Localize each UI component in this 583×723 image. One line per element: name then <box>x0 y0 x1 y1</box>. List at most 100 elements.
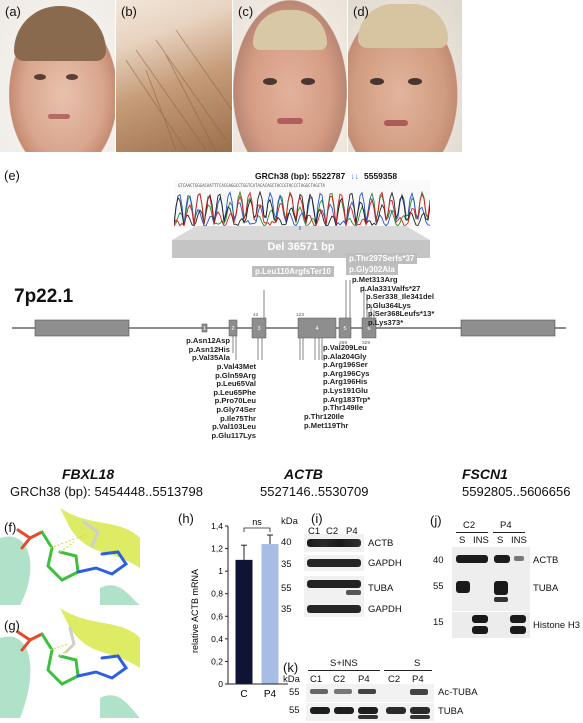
mutation: p.Arg196His <box>323 377 368 387</box>
exon-3-box <box>251 317 267 339</box>
mutation: p.Arg196Cys <box>323 368 370 378</box>
panel-label-b: (b) <box>121 4 137 19</box>
photo-d: (d) <box>348 0 462 152</box>
mutation: p.Leu65Phe <box>213 387 256 397</box>
photo-c: (c) <box>233 0 347 152</box>
gene-name-fbxl18: FBXL18 <box>62 466 115 482</box>
lane-j-s2: S <box>497 535 504 546</box>
x-tick-label: P4 <box>264 689 277 700</box>
mutation: p.Ser368Leufs*13* <box>368 309 435 319</box>
y-tick-label: 1,2 <box>211 544 223 554</box>
boxed-mutation-1: p.Thr297Serfs*37 <box>346 253 418 264</box>
mutations-left-2: p.Val43Met p.Gln59Arg p.Leu65Val p.Leu65… <box>198 362 256 440</box>
mutation: p.Glu364Lys <box>366 300 411 310</box>
marker-j-40: 40 <box>433 555 444 566</box>
marker-j-55: 55 <box>433 581 444 592</box>
marker-k-55a: 55 <box>289 687 300 698</box>
panel-label-h: (h) <box>178 511 194 526</box>
mutation: p.Arg196Ser <box>323 360 368 370</box>
grch-header: GRCh38 (bp): 5522787 ↓↓ 5559358 <box>255 171 398 181</box>
x-tick-label: C <box>240 689 247 700</box>
gene-coord-fscn1: 5592805..5606656 <box>462 484 571 499</box>
panel-label-c: (c) <box>238 4 254 19</box>
fbxl18-gene-box <box>34 319 130 337</box>
panel-label-k: (k) <box>283 660 299 675</box>
bp-left: 5522787 <box>312 171 346 181</box>
lane-j-ins2: INS <box>511 535 527 546</box>
mutation: p.Leu65Val <box>216 379 256 389</box>
mutation: p.Ala204Gly <box>323 351 367 361</box>
exon-num-3: 3 <box>257 326 260 332</box>
panel-label-g: (g) <box>4 618 20 633</box>
boxed-mutation-0: p.Leu110ArgfsTer10 <box>252 266 334 277</box>
gene-name-fscn1: FSCN1 <box>462 466 508 482</box>
lane-i-p4: P4 <box>346 526 358 537</box>
svg-text:GTCAACTGGGACAATTTCACGAGGCCTGGT: GTCAACTGGGACAATTTCACGAGGCCTGGTCATACACAGC… <box>178 183 325 188</box>
band-label-actb: ACTB <box>368 538 394 549</box>
blot-i-tuba <box>304 576 364 601</box>
gene-coord-actb: 5527146..5530709 <box>260 484 369 499</box>
band-label-tuba: TUBA <box>368 583 394 594</box>
lane-j-s1: S <box>459 535 466 546</box>
mutation: p.Lys191Glu <box>323 385 368 395</box>
mutation: p.Met119Thr <box>304 420 349 430</box>
band-label-j-tuba: TUBA <box>533 583 559 594</box>
exon-4-box <box>297 317 337 339</box>
exon-pos-329: 329 <box>362 340 370 346</box>
blot-j <box>452 547 530 611</box>
mutation: p.Lys373* <box>368 317 404 327</box>
structure-g: (g) <box>0 608 140 718</box>
mutation: p.Ile75Thr <box>220 413 256 423</box>
mutations-mid: p.Thr120Ile p.Met119Thr <box>304 412 349 430</box>
band-label-j-actb: ACTB <box>533 555 559 566</box>
band-label-j-histone: Histone H3 <box>533 620 580 631</box>
mutation: p.Thr120Ile <box>304 412 345 421</box>
kda-label-k: kDa <box>283 674 300 685</box>
panel-label-f: (f) <box>4 520 17 535</box>
fscn1-gene-box <box>460 319 556 337</box>
kda-label-i: kDa <box>281 516 298 527</box>
mutation: p.Arg183Trp* <box>323 394 371 404</box>
band-label-k-tuba: TUBA <box>438 706 464 717</box>
bar-chart: relative ACTB mRNA 00,20,40,60,811,21,4 … <box>190 517 288 700</box>
lane-k-c2b: C2 <box>388 674 401 685</box>
y-tick-label: 1 <box>218 566 223 576</box>
significance-label: ns <box>252 517 262 527</box>
bp-right: 5559358 <box>364 171 398 181</box>
mutation: p.Gly74Ser <box>216 404 256 414</box>
group-k-sins: S+INS <box>330 658 358 669</box>
mutation: p.Asn12His <box>188 344 230 354</box>
marker-j-15: 15 <box>433 617 444 628</box>
deletion-label: Del 36571 bp <box>267 241 335 253</box>
bar-P4 <box>261 544 279 684</box>
exon-num-5: 5 <box>343 326 346 332</box>
lane-i-c2: C2 <box>326 526 339 537</box>
panel-label-a: (a) <box>5 4 21 19</box>
band-label-gapdh-1: GAPDH <box>368 558 402 569</box>
bar-C <box>235 559 253 684</box>
mutation: p.Gln59Arg <box>215 370 256 380</box>
blot-k-tuba <box>306 703 434 721</box>
panel-label-e: (e) <box>4 168 20 183</box>
mutation: p.Pro70Leu <box>214 396 256 406</box>
locus-label: 7p22.1 <box>14 286 74 307</box>
lane-k-c2a: C2 <box>333 674 346 685</box>
mutations-top: p.Met313Arg p.Ala331Valfs*27 p.Ser338_Il… <box>352 275 435 328</box>
blot-i-gapdh2 <box>304 601 364 617</box>
exon-5-box <box>338 317 352 339</box>
y-tick-label: 0,6 <box>211 611 223 621</box>
y-axis-label: relative ACTB mRNA <box>190 569 200 653</box>
band-label-gapdh-2: GAPDH <box>368 604 402 615</box>
structure-f: (f) <box>0 508 140 605</box>
mutation: p.Val35Ala <box>192 353 230 363</box>
panel-label-d: (d) <box>353 4 369 19</box>
marker-i-35b: 35 <box>281 604 292 615</box>
y-tick-label: 0 <box>218 679 223 689</box>
lane-k-p4a: P4 <box>358 674 370 685</box>
mutation: p.Glu117Lys <box>211 430 256 440</box>
blot-i-actb <box>304 534 364 552</box>
panel-label-j: (j) <box>430 513 442 528</box>
band-label-actuba: Ac-TUBA <box>438 687 478 698</box>
mutation: p.Thr149Ile <box>323 403 364 413</box>
photo-b: (b) <box>116 0 232 152</box>
